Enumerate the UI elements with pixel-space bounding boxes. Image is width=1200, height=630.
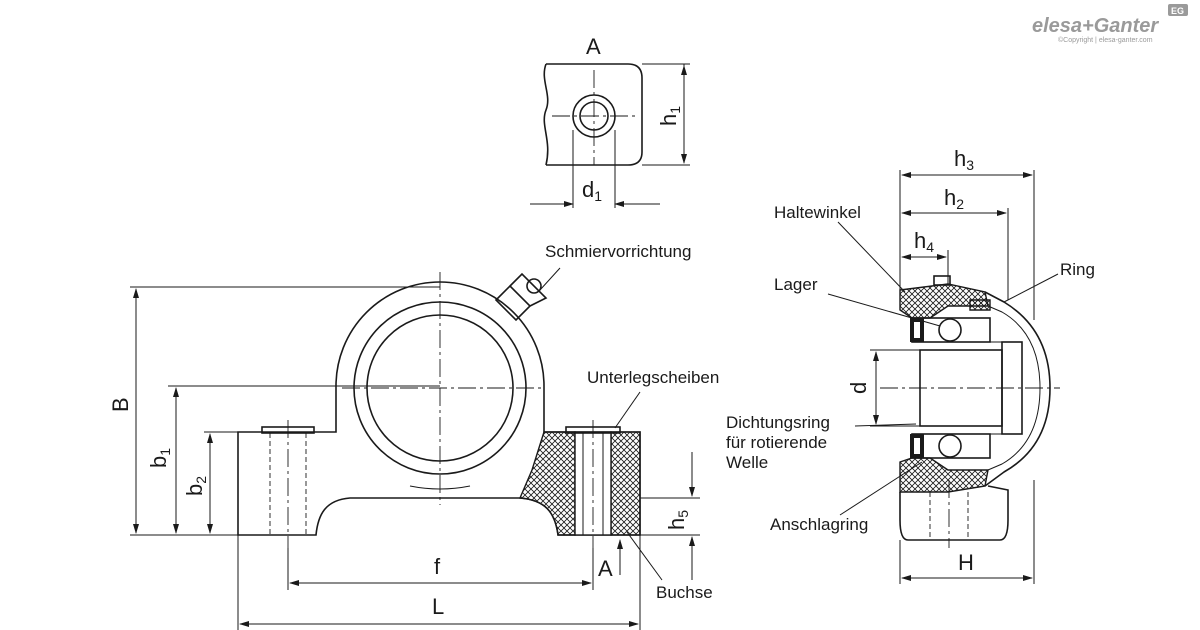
dim-a-label: A xyxy=(586,34,601,59)
dim-h1-label: h1 xyxy=(656,106,683,126)
label-schmiervorrichtung: Schmiervorrichtung xyxy=(545,242,691,261)
housing-top-section xyxy=(899,283,989,319)
copyright-text: ©Copyright | elesa-ganter.com xyxy=(1058,36,1153,44)
right-foot-section xyxy=(518,431,576,536)
label-lager: Lager xyxy=(774,275,818,294)
brand-logo-text: elesa+Ganter xyxy=(1032,15,1159,37)
washer xyxy=(565,426,621,434)
dim-b1-label: b1 xyxy=(146,448,173,468)
dim-d-label: d xyxy=(846,382,871,394)
detail-outline xyxy=(546,63,643,166)
section-mark-a: A xyxy=(598,556,613,581)
foot-base xyxy=(899,485,1009,541)
side-section-view: h3 h2 h4 d H Haltewinkel Lager Ring Dich… xyxy=(726,146,1095,584)
brand-logo: elesa+Ganter EG ©Copyright | elesa-gante… xyxy=(1032,4,1188,44)
label-anschlagring: Anschlagring xyxy=(770,515,868,534)
grease-nipple xyxy=(494,272,548,322)
label-haltewinkel: Haltewinkel xyxy=(774,203,861,222)
label-dichtungsring-3: Welle xyxy=(726,453,768,472)
label-ring: Ring xyxy=(1060,260,1095,279)
label-unterlegscheiben: Unterlegscheiben xyxy=(587,368,719,387)
bushing-right-section xyxy=(610,431,641,536)
dim-l-label: L xyxy=(432,594,444,619)
dim-h-label: H xyxy=(958,550,974,575)
break-line xyxy=(543,63,549,166)
dim-b-label: B xyxy=(108,397,133,412)
dim-h4-label: h4 xyxy=(914,228,934,255)
dim-h3-label: h3 xyxy=(954,146,974,173)
housing-outline xyxy=(237,281,641,536)
brand-badge: EG xyxy=(1171,6,1184,16)
dim-h5-label: h5 xyxy=(664,510,691,530)
detail-view-a: A d1 h1 xyxy=(530,34,690,208)
dim-b2-label: b2 xyxy=(182,476,209,496)
front-view: B b1 b2 f L h5 A Schmiervorrichtung xyxy=(108,242,719,630)
dim-h2-label: h2 xyxy=(944,185,964,212)
label-dichtungsring-1: Dichtungsring xyxy=(726,413,830,432)
label-dichtungsring-2: für rotierende xyxy=(726,433,827,452)
housing-bottom-section xyxy=(899,457,989,493)
brand-badge-box xyxy=(1168,4,1188,16)
dim-d1-label: d1 xyxy=(582,177,602,204)
label-buchse: Buchse xyxy=(656,583,713,602)
dim-f-label: f xyxy=(434,554,441,579)
